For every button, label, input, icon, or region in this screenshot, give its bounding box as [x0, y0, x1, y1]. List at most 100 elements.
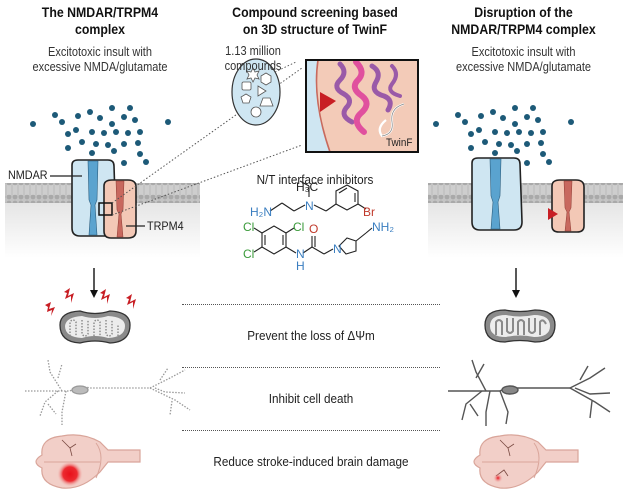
brain-large-infarct — [35, 434, 141, 489]
glutamate-molecule — [540, 129, 546, 135]
middle-panel-title: Compound screening based on 3D structure… — [218, 4, 412, 38]
atom-nh-h: H — [296, 259, 305, 273]
compound-library-icon — [231, 58, 281, 126]
glutamate-molecule — [478, 113, 484, 119]
glutamate-molecule — [65, 131, 71, 137]
glutamate-molecule — [540, 151, 546, 157]
glutamate-molecule — [512, 105, 518, 111]
glutamate-molecule — [490, 109, 496, 115]
glutamate-molecule — [524, 160, 530, 166]
right-title-line1: Disruption of the — [474, 4, 573, 20]
glutamate-molecule — [535, 117, 541, 123]
glutamate-molecule — [109, 105, 115, 111]
glutamate-molecule — [476, 127, 482, 133]
glutamate-molecule — [546, 159, 552, 165]
library-line1: 1.13 million — [225, 44, 281, 58]
glutamate-molecule — [492, 150, 498, 156]
outcome-label-mitochondria: Prevent the loss of ΔΨm — [247, 328, 375, 343]
nmdar-label: NMDAR — [8, 168, 48, 182]
glutamate-molecule — [482, 139, 488, 145]
twinf-structure-panel — [305, 59, 419, 153]
right-membrane-scene — [428, 183, 623, 258]
glutamate-molecule — [73, 127, 79, 133]
glutamate-molecule — [524, 114, 530, 120]
outcome-label-brain-damage: Reduce stroke-induced brain damage — [213, 454, 409, 469]
glutamate-molecule — [137, 151, 143, 157]
glutamate-molecule — [97, 115, 103, 121]
twinf-label: TwinF — [386, 137, 413, 149]
glutamate-molecule — [468, 131, 474, 137]
right-subtitle-line2: excessive NMDA/glutamate — [455, 60, 592, 74]
triangle-shape-icon — [257, 85, 267, 97]
arrow-down-right — [512, 268, 520, 298]
middle-title-line2: on 3D structure of TwinF — [242, 21, 388, 37]
glutamate-molecule — [87, 109, 93, 115]
outcome-label-cell-death: Inhibit cell death — [268, 391, 354, 406]
left-title-line1: The NMDAR/TRPM4 — [41, 4, 159, 20]
compound-1-structure — [269, 180, 367, 212]
left-panel-subtitle: Excitotoxic insult with excessive NMDA/g… — [12, 45, 188, 75]
glutamate-molecule — [568, 119, 574, 125]
separator-1 — [182, 304, 440, 305]
glutamate-molecule — [79, 139, 85, 145]
interface-highlight-box — [98, 202, 113, 216]
library-leader-line — [274, 61, 297, 73]
glutamate-molecule — [132, 117, 138, 123]
glutamate-molecule — [496, 141, 502, 147]
damage-lightning-icons — [45, 288, 136, 316]
atom-cl-3: Cl — [293, 220, 305, 234]
glutamate-molecule — [143, 159, 149, 165]
glutamate-cluster-left — [30, 105, 171, 166]
glutamate-molecule — [59, 119, 65, 125]
middle-title-line1: Compound screening based — [232, 4, 398, 20]
trapezoid-shape-icon — [259, 97, 274, 107]
healthy-mitochondrion — [484, 309, 556, 343]
atom-h2n: H₂N — [250, 205, 272, 219]
left-subtitle-line1: Excitotoxic insult with — [48, 45, 152, 59]
glutamate-molecule — [121, 160, 127, 166]
healthy-neuron — [448, 359, 611, 426]
hexagon-shape-icon — [260, 72, 272, 86]
atom-cl-1: Cl — [243, 220, 255, 234]
glutamate-molecule — [514, 148, 520, 154]
circle-shape-icon — [250, 106, 262, 118]
glutamate-molecule — [105, 142, 111, 148]
glutamate-molecule — [508, 142, 514, 148]
left-subtitle-line2: excessive NMDA/glutamate — [32, 60, 168, 74]
glutamate-molecule — [528, 130, 534, 136]
glutamate-molecule — [52, 112, 58, 118]
library-line2: compounds — [224, 59, 282, 73]
glutamate-molecule — [516, 129, 522, 135]
star-shape-icon — [246, 67, 260, 83]
glutamate-molecule — [165, 119, 171, 125]
glutamate-molecule — [30, 121, 36, 127]
atom-nh2-compound2: NH₂ — [372, 220, 394, 234]
atom-o: O — [309, 222, 319, 236]
left-panel-title: The NMDAR/TRPM4 complex — [12, 4, 188, 38]
glutamate-molecule — [125, 130, 131, 136]
glutamate-molecule — [135, 140, 141, 146]
right-panel-subtitle: Excitotoxic insult with excessive NMDA/g… — [432, 45, 614, 75]
glutamate-molecule — [93, 141, 99, 147]
atom-nh-n: N — [296, 247, 305, 261]
zoom-line-top — [111, 67, 303, 204]
separator-3 — [182, 430, 440, 431]
damaged-mitochondrion — [45, 288, 136, 344]
brain-small-infarct — [473, 434, 579, 489]
library-size-label: 1.13 million compounds — [213, 44, 292, 74]
atom-cl-2: Cl — [243, 247, 255, 261]
glutamate-cluster-right — [433, 105, 574, 166]
glutamate-molecule — [468, 145, 474, 151]
inhibitor-triangle-icon — [320, 92, 336, 112]
arrow-down-left — [90, 268, 98, 298]
right-lipid-bilayer — [428, 183, 623, 203]
trpm4-channel-left — [103, 179, 137, 239]
atom-n-compound1: N — [305, 199, 314, 213]
glutamate-molecule — [500, 115, 506, 121]
glutamate-molecule — [524, 141, 530, 147]
separator-2 — [182, 367, 440, 368]
infarct-region-small — [493, 473, 503, 483]
right-subtitle-line1: Excitotoxic insult with — [471, 45, 576, 59]
atom-br: Br — [363, 205, 375, 219]
pentagon-shape-icon — [240, 93, 252, 104]
